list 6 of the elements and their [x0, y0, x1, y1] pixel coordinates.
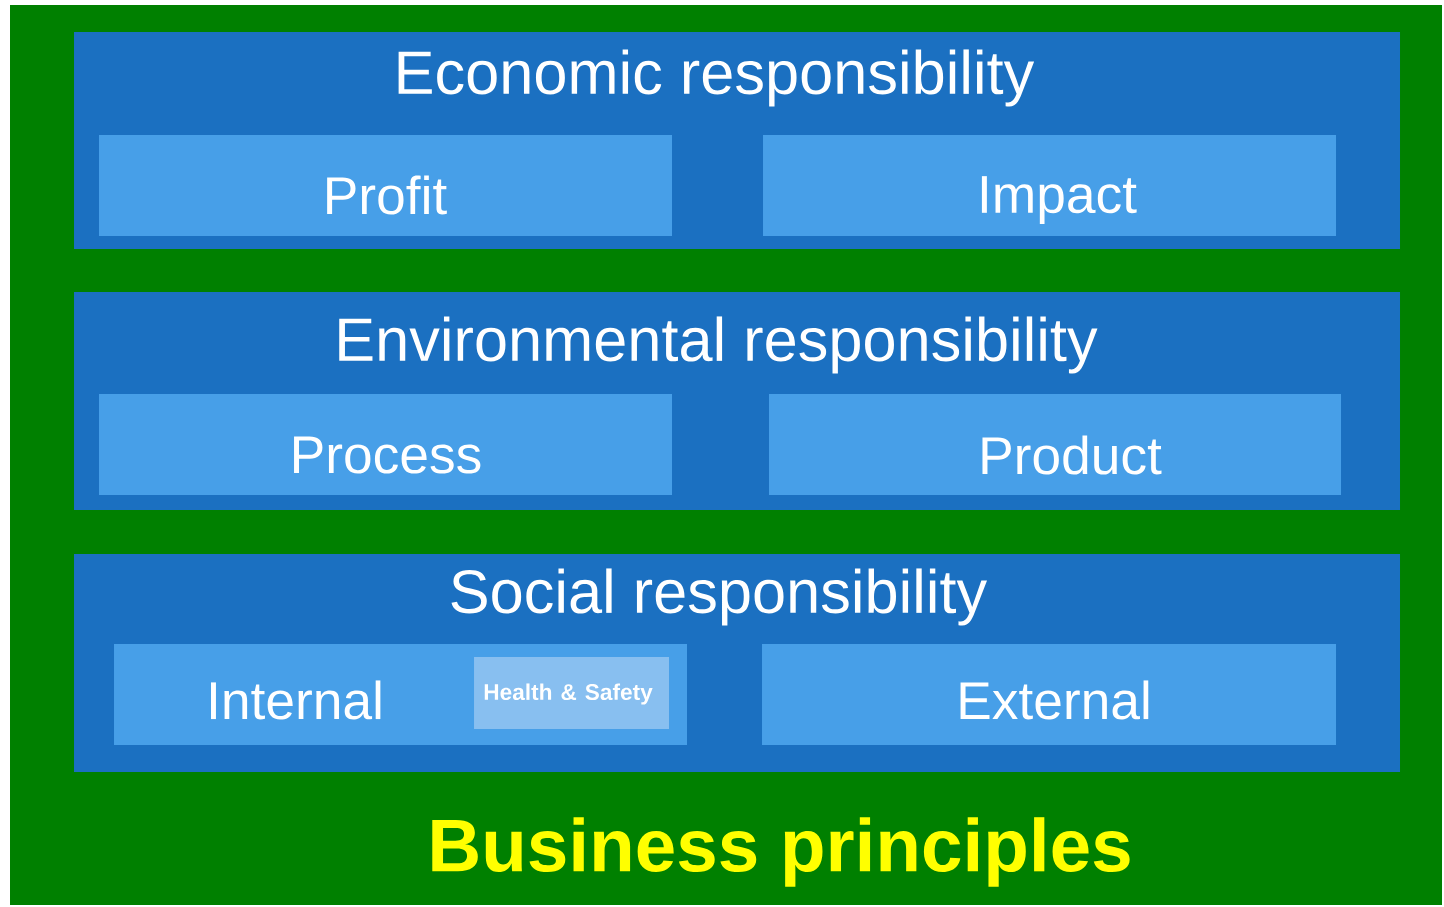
box: External — [762, 644, 1336, 745]
box: Process — [99, 394, 672, 495]
box: Impact — [763, 135, 1336, 236]
box: Product — [769, 394, 1341, 495]
box: Profit — [99, 135, 672, 236]
box: Health & Safety — [474, 657, 669, 729]
